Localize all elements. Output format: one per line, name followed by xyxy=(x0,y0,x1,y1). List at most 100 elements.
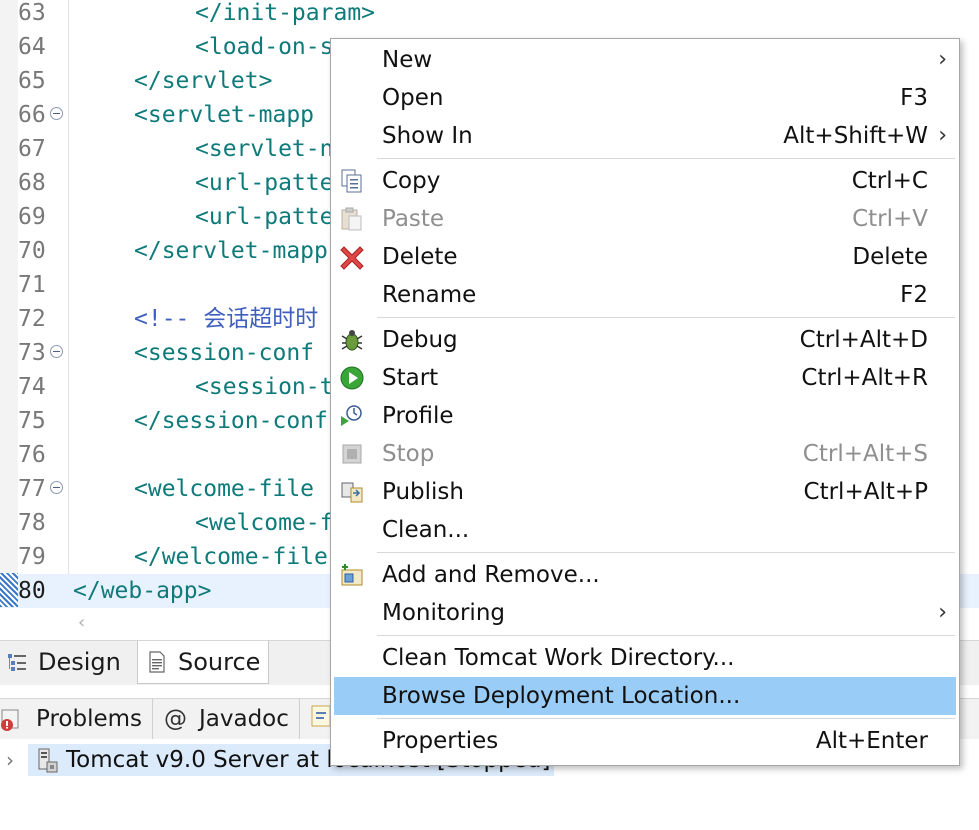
menu-item-label: Properties xyxy=(382,728,499,754)
line-number: 77 xyxy=(18,476,46,502)
code-text: </servlet> xyxy=(134,68,273,94)
fold-toggle-icon[interactable] xyxy=(50,481,63,494)
code-line[interactable]: 72<!-- 会话超时时 xyxy=(0,302,979,336)
menu-item-monitoring[interactable]: Monitoring› xyxy=(331,594,959,632)
code-text: </servlet-mapp xyxy=(134,238,328,264)
menu-item-label: Rename xyxy=(382,282,477,308)
code-line[interactable]: 73 <session-conf xyxy=(0,336,979,370)
menu-item-shortcut: Ctrl+V xyxy=(852,206,928,232)
current-line-marker xyxy=(0,573,18,607)
code-text: <url-patte xyxy=(195,170,334,196)
menu-item-shortcut: Alt+Enter xyxy=(815,728,928,754)
menu-item-start[interactable]: Start Ctrl+Alt+R xyxy=(331,359,959,397)
tab-problems[interactable]: Problems xyxy=(0,699,154,739)
fold-toggle-icon[interactable] xyxy=(50,107,63,120)
menu-item-shortcut: Ctrl+C xyxy=(851,168,928,194)
submenu-arrow-icon: › xyxy=(938,47,947,72)
tab-source-label: Source xyxy=(178,648,261,676)
menu-item-browse-deployment-location[interactable]: Browse Deployment Location... xyxy=(334,677,956,715)
code-line[interactable]: 74<session-t xyxy=(0,370,979,404)
tab-declaration[interactable] xyxy=(302,699,338,739)
line-number: 68 xyxy=(18,170,46,196)
menu-separator xyxy=(377,718,955,719)
code-line[interactable]: 66<servlet-mapp xyxy=(0,98,979,132)
scroll-left-icon[interactable]: ‹ xyxy=(78,612,86,633)
overview-gutter xyxy=(0,0,18,608)
menu-item-label: Copy xyxy=(382,168,441,194)
code-line[interactable]: 70</servlet-mapp xyxy=(0,234,979,268)
line-number: 64 xyxy=(18,34,46,60)
code-text: <session-t xyxy=(195,374,334,400)
copy-icon xyxy=(339,168,365,194)
javadoc-icon: @ xyxy=(164,706,187,732)
code-text: </welcome-file xyxy=(134,544,328,570)
line-number: 65 xyxy=(18,68,46,94)
menu-item-properties[interactable]: Properties Alt+Enter xyxy=(331,722,959,760)
menu-item-label: Clean... xyxy=(382,517,470,543)
line-number: 67 xyxy=(18,136,46,162)
menu-item-label: Stop xyxy=(382,441,435,467)
menu-item-new[interactable]: New› xyxy=(331,41,959,79)
menu-item-clean-tomcat-work-directory[interactable]: Clean Tomcat Work Directory... xyxy=(331,639,959,677)
menu-item-label: Clean Tomcat Work Directory... xyxy=(382,645,735,671)
expand-arrow-icon[interactable]: › xyxy=(6,748,14,772)
menu-item-paste[interactable]: Paste Ctrl+V xyxy=(331,200,959,238)
code-line[interactable]: 63</init-param> xyxy=(0,0,979,30)
menu-item-label: Start xyxy=(382,365,439,391)
menu-item-shortcut: F3 xyxy=(900,85,928,111)
menu-separator xyxy=(377,635,955,636)
code-text: <!-- 会话超时时 xyxy=(134,306,319,332)
menu-item-shortcut: Ctrl+Alt+R xyxy=(801,365,928,391)
code-line[interactable]: 71 xyxy=(0,268,979,302)
code-line[interactable]: 65 </servlet> xyxy=(0,64,979,98)
code-line[interactable]: 69<url-patte xyxy=(0,200,979,234)
line-number: 69 xyxy=(18,204,46,230)
menu-item-add-and-remove[interactable]: Add and Remove... xyxy=(331,556,959,594)
menu-item-label: Paste xyxy=(382,206,445,232)
tab-design[interactable]: Design xyxy=(6,641,137,683)
menu-item-clean[interactable]: Clean... xyxy=(331,511,959,549)
menu-item-shortcut: Delete xyxy=(852,244,928,270)
submenu-arrow-icon: › xyxy=(938,600,947,625)
code-text: <session-conf xyxy=(134,340,315,366)
tab-javadoc[interactable]: @ Javadoc xyxy=(154,699,300,739)
tab-design-label: Design xyxy=(38,648,121,676)
code-line[interactable]: 64 <load-on-s xyxy=(0,30,979,64)
tomcat-server-icon xyxy=(36,747,58,773)
code-text: </session-conf xyxy=(134,408,328,434)
code-line[interactable]: 68 <url-patte xyxy=(0,166,979,200)
publish-icon xyxy=(339,479,365,505)
menu-item-profile[interactable]: Profile xyxy=(331,397,959,435)
menu-item-label: Show In xyxy=(382,123,473,149)
declaration-icon xyxy=(310,703,332,735)
tab-source[interactable]: Source xyxy=(137,641,270,684)
code-line[interactable]: 77<welcome-file xyxy=(0,472,979,506)
menu-item-label: Debug xyxy=(382,327,458,353)
menu-item-label: Profile xyxy=(382,403,454,429)
code-line[interactable]: 67<servlet-n xyxy=(0,132,979,166)
menu-separator xyxy=(377,317,955,318)
design-icon xyxy=(6,651,28,673)
code-line[interactable]: 79</welcome-file xyxy=(0,540,979,574)
code-text: <welcome-f xyxy=(195,510,334,536)
menu-separator xyxy=(377,158,955,159)
menu-item-label: Add and Remove... xyxy=(382,562,600,588)
menu-item-copy[interactable]: Copy Ctrl+C xyxy=(331,162,959,200)
fold-toggle-icon[interactable] xyxy=(50,345,63,358)
menu-item-label: Delete xyxy=(382,244,458,270)
debug-icon xyxy=(339,327,365,353)
code-text: <load-on-s xyxy=(195,34,334,60)
line-number: 73 xyxy=(18,340,46,366)
code-line[interactable]: 75</session-conf xyxy=(0,404,979,438)
code-line[interactable]: 78<welcome-f xyxy=(0,506,979,540)
code-text: </web-app> xyxy=(73,578,212,604)
code-line[interactable]: 76 xyxy=(0,438,979,472)
menu-item-delete[interactable]: Delete Delete xyxy=(331,238,959,276)
